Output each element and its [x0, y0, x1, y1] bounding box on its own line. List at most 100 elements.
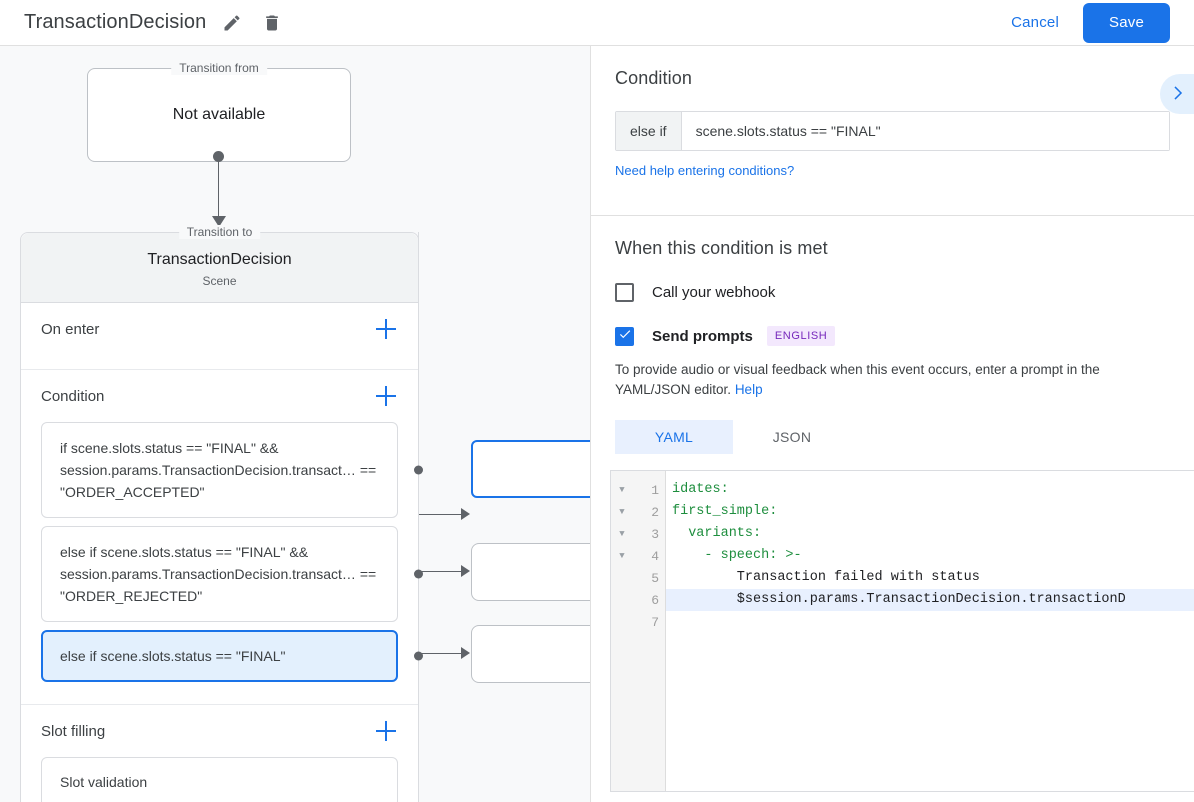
- expand-panel-button[interactable]: [1160, 74, 1194, 114]
- editor-code-text: - speech: >-: [672, 548, 802, 563]
- transition-from-node[interactable]: Transition from Not available: [87, 61, 351, 162]
- transition-from-value: Not available: [172, 106, 266, 123]
- webhook-checkbox[interactable]: [615, 283, 634, 302]
- editor-code-line[interactable]: $session.params.TransactionDecision.tran…: [666, 589, 1194, 611]
- editor-line-number: 3: [651, 526, 659, 542]
- editor-gutter-row: 6: [611, 589, 665, 611]
- condition-port-dot: [414, 651, 423, 661]
- condition-port-dot: [414, 465, 423, 475]
- plus-icon[interactable]: [374, 384, 398, 408]
- editor-code-line[interactable]: first_simple:: [666, 501, 1194, 523]
- condition-input-row: else if: [615, 111, 1170, 151]
- scene-title: TransactionDecision: [147, 251, 292, 268]
- editor-line-number: 7: [651, 614, 659, 630]
- flow-canvas[interactable]: Transition from Not available Transition…: [0, 46, 590, 802]
- fold-arrow-icon[interactable]: ▼: [619, 529, 625, 539]
- editor-gutter-row: ▼4: [611, 545, 665, 567]
- section-header-slot-filling: Slot filling: [21, 705, 418, 757]
- send-prompts-label: Send prompts: [652, 327, 753, 345]
- condition-prefix-label: else if: [616, 112, 682, 150]
- section-condition: Condition if scene.slots.status == "FINA…: [21, 370, 423, 705]
- pencil-icon: [222, 13, 242, 33]
- editor-line-number: 4: [651, 548, 659, 564]
- target-node-3[interactable]: [471, 625, 590, 683]
- scene-header[interactable]: Transition to TransactionDecision Scene: [21, 225, 418, 303]
- editor-code-area[interactable]: idates: first_simple: variants: - speech:…: [666, 471, 1194, 791]
- condition-list-item[interactable]: if scene.slots.status == "FINAL" && sess…: [41, 422, 423, 518]
- connector-arrowhead: [212, 216, 226, 227]
- check-icon: [618, 327, 632, 346]
- webhook-label: Call your webhook: [652, 284, 776, 301]
- webhook-row: Call your webhook: [615, 283, 1170, 302]
- editor-code-line[interactable]: - speech: >-: [666, 545, 1194, 567]
- when-condition-met-section: When this condition is met Call your web…: [591, 216, 1194, 454]
- chevron-right-icon: [1168, 84, 1186, 105]
- save-button[interactable]: Save: [1083, 2, 1170, 43]
- plus-icon[interactable]: [374, 719, 398, 743]
- send-prompts-row: Send prompts ENGLISH: [615, 326, 1170, 346]
- editor-line-number: 1: [651, 482, 659, 498]
- edit-name-button[interactable]: [218, 9, 246, 37]
- editor-code-text: variants:: [672, 526, 762, 541]
- transition-from-legend: Transition from: [171, 61, 267, 75]
- fold-arrow-icon[interactable]: ▼: [619, 485, 625, 495]
- condition-port-dot: [414, 569, 423, 579]
- edge-arrow-2: [461, 565, 470, 577]
- editor-code-text: first_simple:: [672, 504, 778, 519]
- scene-card: Transition to TransactionDecision Scene …: [20, 225, 423, 802]
- section-header-on-enter: On enter: [21, 303, 418, 355]
- editor-gutter-row: ▼1: [611, 479, 665, 501]
- connector-line: [218, 156, 219, 224]
- tab-json[interactable]: JSON: [772, 429, 812, 445]
- language-badge: ENGLISH: [766, 326, 836, 346]
- panel-heading: Condition: [615, 68, 692, 88]
- fold-arrow-icon[interactable]: ▼: [619, 507, 625, 517]
- section-on-enter: On enter: [21, 303, 418, 370]
- editor-code-line[interactable]: variants:: [666, 523, 1194, 545]
- editor-gutter-row: 5: [611, 567, 665, 589]
- condition-input[interactable]: [681, 112, 1169, 150]
- fold-arrow-icon[interactable]: ▼: [619, 551, 625, 561]
- prompts-description-text: To provide audio or visual feedback when…: [615, 362, 1100, 397]
- editor-line-number: 5: [651, 570, 659, 586]
- editor-gutter-row: ▼2: [611, 501, 665, 523]
- when-met-heading: When this condition is met: [615, 238, 828, 258]
- condition-section: Condition else if Need help entering con…: [591, 46, 1194, 216]
- cancel-button[interactable]: Cancel: [997, 6, 1073, 39]
- edge-arrow-3: [461, 647, 470, 659]
- plus-icon[interactable]: [374, 317, 398, 341]
- editor-gutter-row: ▼3: [611, 523, 665, 545]
- help-link[interactable]: Help: [734, 382, 763, 397]
- edge-line-1: [399, 514, 461, 515]
- send-prompts-checkbox[interactable]: [615, 326, 634, 346]
- section-header-condition: Condition: [21, 370, 418, 422]
- condition-text: if scene.slots.status == "FINAL" && sess…: [60, 440, 377, 500]
- editor-code-line[interactable]: idates:: [666, 479, 1194, 501]
- scene-subtitle: Scene: [202, 274, 237, 288]
- tab-yaml[interactable]: YAML: [615, 420, 733, 454]
- edge-arrow-1: [461, 508, 470, 520]
- edge-line-2: [399, 571, 461, 572]
- delete-button[interactable]: [258, 9, 286, 37]
- editor-gutter-row: 7: [611, 611, 665, 633]
- editor-code-text: idates:: [672, 482, 729, 497]
- editor-code-line[interactable]: [666, 611, 1194, 633]
- condition-text: else if scene.slots.status == "FINAL" &&…: [60, 544, 377, 604]
- editor-line-number: 6: [651, 592, 659, 608]
- transition-to-legend: Transition to: [178, 225, 261, 239]
- edge-line-3: [399, 653, 461, 654]
- condition-list-item[interactable]: else if scene.slots.status == "FINAL" &&…: [41, 526, 423, 622]
- editor-line-number: 2: [651, 504, 659, 520]
- top-bar: TransactionDecision Cancel Save: [0, 0, 1194, 46]
- editor-format-tabs: YAML JSON: [615, 420, 1170, 454]
- editor-code-text: Transaction failed with status: [672, 570, 980, 585]
- target-node-2[interactable]: [471, 543, 590, 601]
- slot-validation-item[interactable]: Slot validation: [41, 757, 398, 802]
- prompts-description: To provide audio or visual feedback when…: [615, 360, 1170, 400]
- section-slot-filling: Slot filling Slot validation: [21, 705, 418, 802]
- target-node-1[interactable]: [471, 440, 590, 498]
- editor-code-line[interactable]: Transaction failed with status: [666, 567, 1194, 589]
- condition-list-item-selected[interactable]: else if scene.slots.status == "FINAL": [41, 630, 423, 682]
- condition-help-link[interactable]: Need help entering conditions?: [615, 163, 795, 178]
